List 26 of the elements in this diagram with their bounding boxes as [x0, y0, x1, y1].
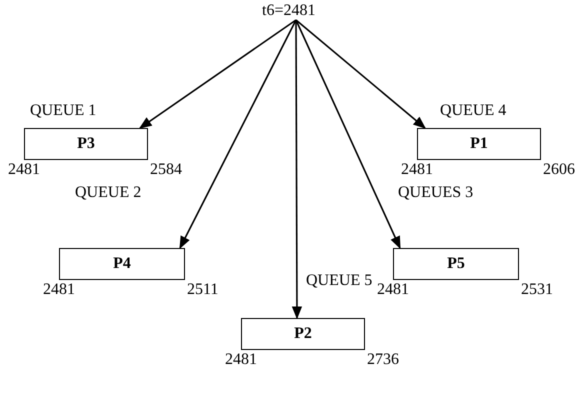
process-box: P5 [393, 248, 519, 280]
time-label: 2481 [377, 281, 409, 299]
time-label: 2481 [225, 351, 257, 369]
time-label: 2531 [521, 281, 553, 299]
process-box: P4 [59, 248, 185, 280]
arrow [295, 19, 426, 129]
time-label: 2584 [150, 161, 182, 179]
time-label: 2736 [367, 351, 399, 369]
process-box: P2 [241, 318, 365, 350]
arrow [179, 20, 297, 250]
arrow [292, 20, 302, 320]
process-box: P1 [417, 128, 541, 160]
arrow [295, 20, 401, 250]
time-label: 2481 [8, 161, 40, 179]
time-label: 2481 [401, 161, 433, 179]
queue-heading: QUEUES 3 [398, 184, 474, 202]
arrow [138, 19, 296, 129]
time-label: 2511 [187, 281, 218, 299]
queue-heading: QUEUE 4 [440, 102, 506, 120]
time-label: 2481 [43, 281, 75, 299]
queue-heading: QUEUE 1 [30, 102, 96, 120]
queue-heading: QUEUE 5 [306, 272, 372, 290]
process-box: P3 [24, 128, 148, 160]
time-label: t6=2481 [262, 2, 316, 20]
time-label: 2606 [543, 161, 575, 179]
queue-heading: QUEUE 2 [75, 184, 142, 202]
